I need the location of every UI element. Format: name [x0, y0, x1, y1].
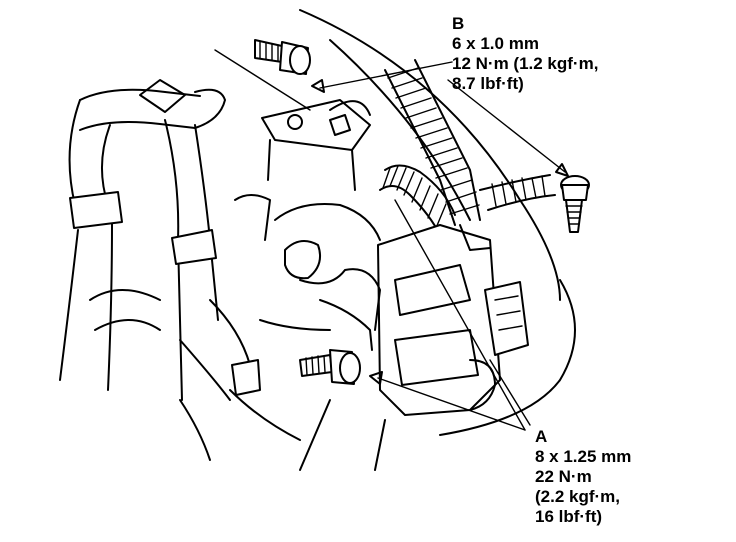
- callout-a-torque-3: 16 lbf·ft): [535, 507, 603, 526]
- lower-leader-2: [374, 419, 386, 471]
- vertical-pipe: [164, 119, 261, 401]
- leader-arrow-icon: [377, 377, 526, 431]
- leader-arrow-icon: [369, 371, 383, 385]
- leader-arrow-icon: [447, 79, 566, 173]
- throttle-body: [89, 194, 381, 351]
- bolt-icon: [299, 349, 361, 385]
- leader-arrow-icon: [319, 61, 453, 89]
- callout-a-torque-2: (2.2 kgf·m,: [535, 487, 621, 506]
- lower-right-curve: [229, 389, 301, 441]
- callout-b-size: 6 x 1.0 mm: [452, 34, 539, 53]
- bolt-icon: [560, 175, 590, 233]
- leader-arrow-icon: [311, 79, 325, 93]
- lower-sweep: [439, 279, 576, 436]
- callout-b: B 6 x 1.0 mm 12 N·m (1.2 kgf·m, 8.7 lbf·…: [452, 14, 598, 94]
- callout-a: A 8 x 1.25 mm 22 N·m (2.2 kgf·m, 16 lbf·…: [535, 427, 631, 527]
- callout-leader: [214, 49, 311, 111]
- callout-a-letter: A: [535, 427, 548, 446]
- leader-arrow-icon: [394, 199, 526, 431]
- fender-curve: [329, 39, 471, 221]
- wiring-harness: [379, 59, 556, 236]
- callout-b-letter: B: [452, 14, 465, 33]
- sensor-module: [377, 224, 529, 416]
- coolant-hose: [59, 79, 226, 391]
- lower-leader-1: [299, 399, 331, 471]
- callout-a-torque-1: 22 N·m: [535, 467, 592, 486]
- hood-curve: [299, 9, 561, 301]
- leader-arrow-icon: [555, 163, 569, 177]
- lower-left-line: [179, 399, 211, 461]
- mounting-bracket: [261, 99, 371, 191]
- callout-leader: [489, 359, 531, 426]
- callout-a-size: 8 x 1.25 mm: [535, 447, 632, 466]
- bolt-icon: [254, 39, 311, 75]
- callout-b-torque-1: 12 N·m (1.2 kgf·m,: [452, 54, 599, 73]
- callout-b-torque-2: 8.7 lbf·ft): [452, 74, 524, 93]
